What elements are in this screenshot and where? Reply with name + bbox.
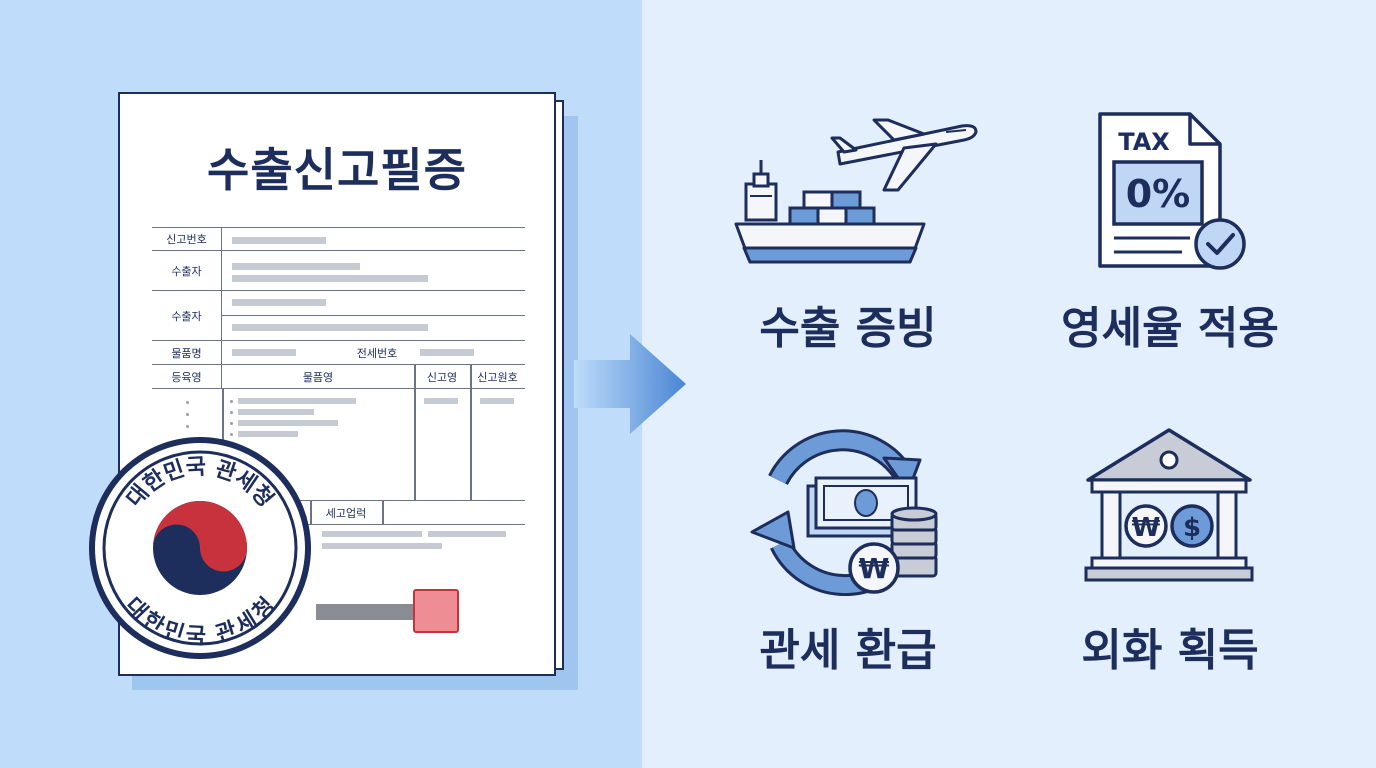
form-label-lower: 세고업럭 xyxy=(325,506,367,520)
won-symbol: ₩ xyxy=(1132,513,1161,543)
refund-cycle-icon: ₩ xyxy=(750,429,938,596)
customs-seal: 대한민국 관세청 대한민국 관세청 xyxy=(89,437,311,659)
rate-text: 0% xyxy=(1126,172,1191,216)
form-value-bar xyxy=(238,420,338,426)
won-symbol: ₩ xyxy=(859,552,890,585)
export-declaration-document: 수출신고필증 신고번호 수출자 수출자 물품명 전세번호 등육영 물픔영 신고영 xyxy=(118,92,556,676)
tax-document-icon: TAX 0% xyxy=(1098,112,1246,270)
benefit-label-foreign-currency: 외화 획득 xyxy=(1081,625,1259,676)
right-arrow-icon xyxy=(574,334,686,434)
table-header-3: 신고영 xyxy=(426,370,458,384)
form-value-bar xyxy=(232,263,360,270)
signature-bar xyxy=(316,604,436,620)
table-header-1: 등육영 xyxy=(152,365,222,388)
form-value-bar xyxy=(420,349,474,356)
tax-text: TAX xyxy=(1118,128,1170,156)
table-header-4: 신고원호 xyxy=(477,370,518,384)
form-label-hs-number: 전세번호 xyxy=(356,346,398,360)
form-value-bar xyxy=(232,237,326,244)
form-row-exporter-2: 수출자 xyxy=(152,291,525,341)
form-value-bar xyxy=(238,431,298,437)
benefit-label-export-proof: 수출 증빙 xyxy=(759,303,937,354)
bank-icon: ₩ $ xyxy=(1084,428,1254,582)
right-panel xyxy=(642,0,1376,768)
form-label-item-name: 물품명 xyxy=(152,341,222,364)
document-title: 수출신고필증 xyxy=(207,143,467,197)
form-value-bar xyxy=(238,398,356,404)
form-value-bar xyxy=(238,409,314,415)
form-label-exporter-2: 수출자 xyxy=(152,291,222,340)
declaration-form: 신고번호 수출자 수출자 물품명 전세번호 등육영 물픔영 신고영 신고원호 xyxy=(152,227,525,565)
form-label-declaration-number: 신고번호 xyxy=(152,228,222,250)
form-row-lower: 세고업럭 xyxy=(152,501,525,525)
ship-plane-icon xyxy=(734,118,978,264)
form-lower-bars xyxy=(152,525,525,565)
taegeuk-emblem xyxy=(153,501,247,595)
form-label-exporter: 수출자 xyxy=(152,251,222,290)
form-value-bar xyxy=(322,543,442,549)
form-value-bar xyxy=(232,275,428,282)
benefit-label-zero-rate: 영세율 적용 xyxy=(1061,303,1279,354)
form-value-bar xyxy=(232,324,428,331)
form-value-bar xyxy=(232,299,326,306)
table-header-2: 물픔영 xyxy=(302,370,334,384)
form-table-header: 등육영 물픔영 신고영 신고원호 xyxy=(152,365,525,389)
form-row-exporter: 수출자 xyxy=(152,251,525,291)
form-value-bar xyxy=(480,398,514,404)
red-stamp-box xyxy=(413,589,459,633)
dollar-symbol: $ xyxy=(1183,513,1201,543)
form-value-bar xyxy=(232,349,296,356)
form-value-bar xyxy=(424,398,458,404)
form-row-item-name: 물품명 전세번호 xyxy=(152,341,525,365)
benefit-label-customs-refund: 관세 환급 xyxy=(759,625,937,676)
form-row-declaration-number: 신고번호 xyxy=(152,227,525,251)
form-value-bar xyxy=(428,531,506,537)
form-value-bar xyxy=(322,531,422,537)
